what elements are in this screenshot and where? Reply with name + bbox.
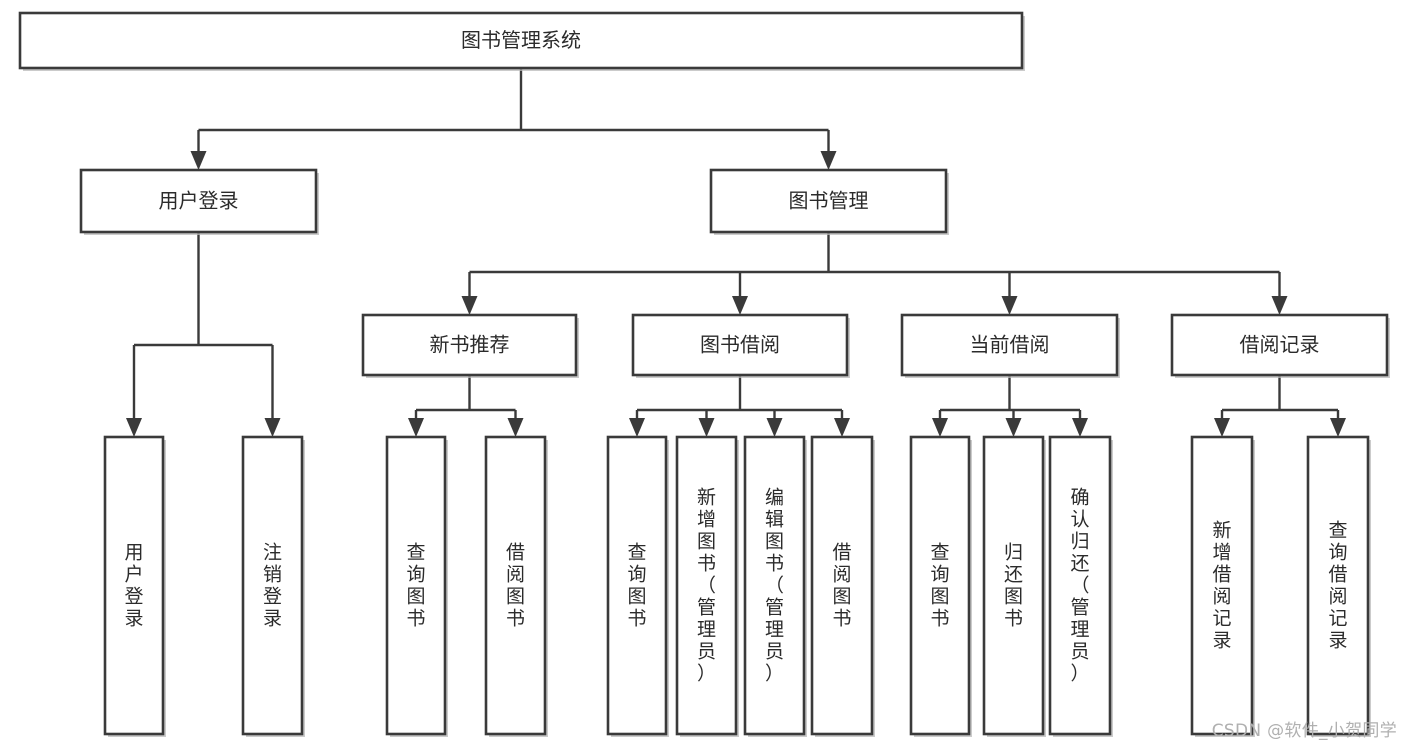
node-label: 确认归还（管理员） bbox=[1070, 487, 1089, 685]
arrow-head-icon bbox=[264, 418, 281, 437]
node-leaf-edit-book[interactable]: 编辑图书（管理员） bbox=[743, 435, 807, 737]
arrow-head-icon bbox=[126, 418, 142, 437]
watermark-label: CSDN @软件_小贺同学 bbox=[1211, 721, 1397, 741]
arrow-head-icon bbox=[766, 418, 783, 437]
node-leaf-query-book-3[interactable]: 查询图书 bbox=[909, 435, 972, 737]
node-label: 注销登录 bbox=[263, 542, 282, 630]
node-leaf-query-book-2[interactable]: 查询图书 bbox=[606, 435, 669, 737]
arrow-head-icon bbox=[507, 418, 524, 437]
arrow-head-icon bbox=[1330, 418, 1346, 437]
node-root-图书管理系统[interactable]: 图书管理系统 bbox=[18, 11, 1025, 71]
node-label: 图书借阅 bbox=[700, 333, 780, 357]
node-user-login[interactable]: 用户登录 bbox=[79, 168, 319, 235]
node-label: 用户登录 bbox=[159, 189, 239, 213]
arrow-head-icon bbox=[461, 296, 478, 315]
node-label: 用户登录 bbox=[124, 542, 143, 630]
node-label: 借阅图书 bbox=[506, 542, 525, 630]
node-label: 新增图书（管理员） bbox=[697, 487, 716, 685]
arrow-head-icon bbox=[698, 418, 715, 437]
node-label: 图书管理系统 bbox=[461, 28, 581, 52]
node-label: 查询借阅记录 bbox=[1328, 520, 1347, 652]
node-label: 查询图书 bbox=[930, 542, 949, 630]
node-current-borrow[interactable]: 当前借阅 bbox=[900, 313, 1120, 378]
node-label: 当前借阅 bbox=[970, 333, 1050, 357]
node-leaf-borrow-book-2[interactable]: 借阅图书 bbox=[810, 435, 875, 737]
arrow-head-icon bbox=[820, 151, 837, 170]
node-leaf-query-record[interactable]: 查询借阅记录 bbox=[1306, 435, 1371, 737]
arrow-head-icon bbox=[1271, 296, 1288, 315]
node-label: 查询图书 bbox=[406, 542, 425, 630]
arrow-head-icon bbox=[834, 418, 850, 437]
arrow-head-icon bbox=[190, 151, 207, 170]
node-label: 查询图书 bbox=[627, 542, 646, 630]
node-leaf-return-book[interactable]: 归还图书 bbox=[982, 435, 1046, 737]
node-leaf-logout-login[interactable]: 注销登录 bbox=[241, 435, 305, 737]
node-label: 新增借阅记录 bbox=[1212, 520, 1231, 652]
node-leaf-confirm-return[interactable]: 确认归还（管理员） bbox=[1048, 435, 1113, 737]
node-leaf-borrow-book-1[interactable]: 借阅图书 bbox=[484, 435, 548, 737]
node-label: 归还图书 bbox=[1004, 542, 1023, 630]
node-leaf-user-login[interactable]: 用户登录 bbox=[103, 435, 166, 737]
node-borrow-record[interactable]: 借阅记录 bbox=[1170, 313, 1390, 378]
node-boxes: 图书管理系统用户登录图书管理新书推荐图书借阅当前借阅借阅记录用户登录注销登录查询… bbox=[18, 11, 1390, 737]
arrow-head-icon bbox=[1001, 296, 1018, 315]
arrow-head-icon bbox=[1214, 418, 1230, 437]
node-label: 借阅图书 bbox=[832, 542, 851, 630]
node-label: 新书推荐 bbox=[430, 333, 510, 357]
arrow-head-icon bbox=[732, 296, 748, 315]
node-leaf-add-book[interactable]: 新增图书（管理员） bbox=[675, 435, 739, 737]
node-leaf-query-book-1[interactable]: 查询图书 bbox=[385, 435, 448, 737]
node-book-management[interactable]: 图书管理 bbox=[709, 168, 949, 235]
node-label: 借阅记录 bbox=[1240, 333, 1320, 357]
connector-lines bbox=[126, 68, 1346, 437]
arrow-head-icon bbox=[932, 418, 948, 437]
arrow-head-icon bbox=[1072, 418, 1088, 437]
node-label: 编辑图书（管理员） bbox=[765, 487, 784, 685]
node-leaf-add-record[interactable]: 新增借阅记录 bbox=[1190, 435, 1255, 737]
arrow-head-icon bbox=[629, 418, 645, 437]
arrow-head-icon bbox=[1005, 418, 1022, 437]
node-new-book-recommend[interactable]: 新书推荐 bbox=[361, 313, 579, 378]
arrow-head-icon bbox=[408, 418, 424, 437]
node-book-borrow[interactable]: 图书借阅 bbox=[631, 313, 850, 378]
node-label: 图书管理 bbox=[789, 189, 869, 213]
